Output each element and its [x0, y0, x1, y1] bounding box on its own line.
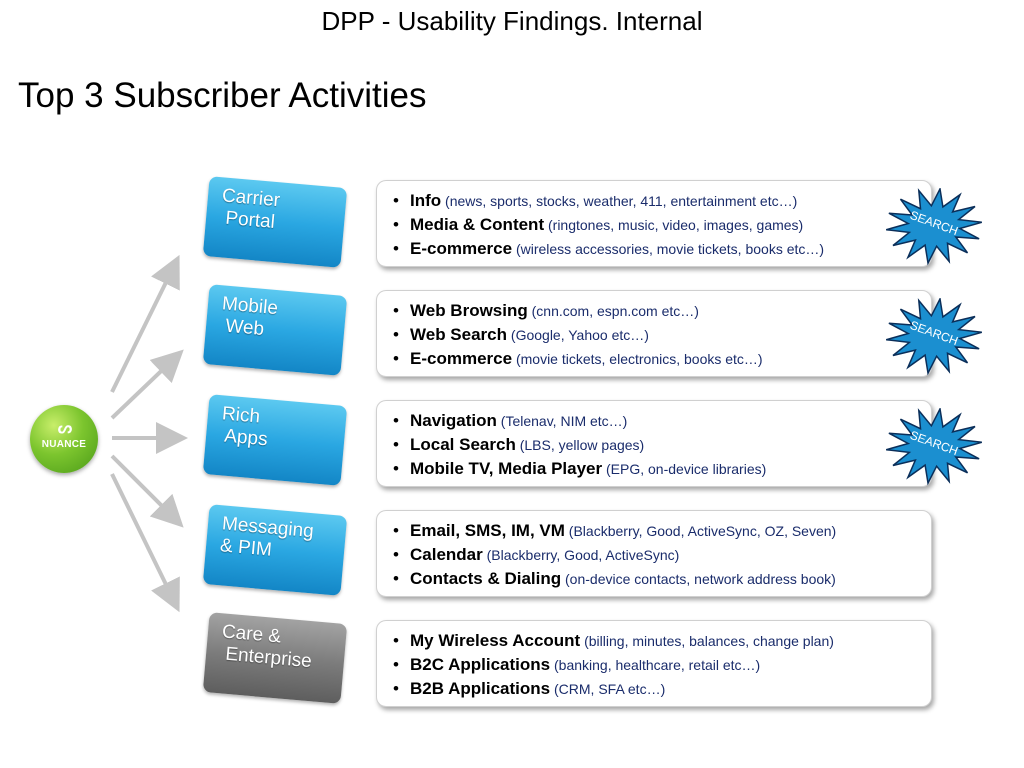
nuance-logo-mark: ᔕ	[57, 420, 72, 437]
activity-item: Contacts & Dialing (on-device contacts, …	[393, 567, 931, 591]
activity-name: Info	[410, 191, 442, 210]
slide-header: DPP - Usability Findings. Internal	[321, 6, 703, 36]
category-label: Mobile Web	[219, 293, 279, 341]
category-label: Rich Apps	[219, 403, 269, 451]
nuance-logo-text: NUANCE	[41, 439, 87, 450]
category-tile-care-enterprise: Care & Enterprise	[202, 612, 348, 704]
activity-card-care-enterprise: My Wireless Account (billing, minutes, b…	[376, 620, 932, 707]
activity-detail: (movie tickets, electronics, books etc…)	[512, 351, 763, 367]
activity-detail: (Telenav, NIM etc…)	[496, 413, 628, 429]
activity-name: Navigation	[410, 411, 497, 430]
activity-list: Web Browsing (cnn.com, espn.com etc…)Web…	[377, 291, 931, 371]
activity-item: B2B Applications (CRM, SFA etc…)	[393, 677, 931, 701]
activity-card-carrier-portal: Info (news, sports, stocks, weather, 411…	[376, 180, 932, 267]
activity-card-rich-apps: Navigation (Telenav, NIM etc…)Local Sear…	[376, 400, 932, 487]
slide-title: Top 3 Subscriber Activities	[18, 76, 427, 115]
activity-list: Navigation (Telenav, NIM etc…)Local Sear…	[377, 401, 931, 481]
activity-name: Local Search	[410, 435, 516, 454]
activity-name: Calendar	[410, 545, 483, 564]
category-label: Messaging & PIM	[219, 513, 315, 561]
category-label: Carrier Portal	[219, 185, 281, 233]
activity-detail: (Blackberry, Good, ActiveSync, OZ, Seven…	[564, 523, 837, 539]
activity-name: E-commerce	[410, 349, 513, 368]
activity-detail: (ringtones, music, video, images, games)	[544, 217, 804, 233]
category-tile-messaging-pim: Messaging & PIM	[202, 504, 348, 596]
activity-list: My Wireless Account (billing, minutes, b…	[377, 621, 931, 701]
activity-name: E-commerce	[410, 239, 513, 258]
activity-name: Media & Content	[410, 215, 545, 234]
category-tile-carrier-portal: Carrier Portal	[202, 176, 348, 268]
activity-detail: (CRM, SFA etc…)	[550, 681, 666, 697]
activity-card-mobile-web: Web Browsing (cnn.com, espn.com etc…)Web…	[376, 290, 932, 377]
search-starburst-badge: SEARCH	[884, 406, 996, 488]
activity-name: Contacts & Dialing	[410, 569, 562, 588]
activity-detail: (Blackberry, Good, ActiveSync)	[482, 547, 680, 563]
arrow-mobile-web	[110, 349, 184, 420]
activity-name: Email, SMS, IM, VM	[410, 521, 565, 540]
activity-list: Email, SMS, IM, VM (Blackberry, Good, Ac…	[377, 511, 931, 591]
activity-item: Navigation (Telenav, NIM etc…)	[393, 409, 931, 433]
nuance-logo: ᔕ NUANCE	[30, 405, 98, 473]
activity-detail: (EPG, on-device libraries)	[602, 461, 767, 477]
activity-name: B2B Applications	[410, 679, 551, 698]
activity-name: B2C Applications	[410, 655, 551, 674]
arrow-carrier-portal	[110, 254, 180, 393]
activity-item: Web Search (Google, Yahoo etc…)	[393, 323, 931, 347]
activity-list: Info (news, sports, stocks, weather, 411…	[377, 181, 931, 261]
category-tile-mobile-web: Mobile Web	[202, 284, 348, 376]
arrow-care-enterprise	[110, 473, 180, 613]
activity-detail: (Google, Yahoo etc…)	[507, 327, 649, 343]
activity-detail: (banking, healthcare, retail etc…)	[550, 657, 761, 673]
activity-item: Local Search (LBS, yellow pages)	[393, 433, 931, 457]
arrow-messaging	[110, 454, 184, 528]
activity-detail: (billing, minutes, balances, change plan…	[580, 633, 834, 649]
activity-item: B2C Applications (banking, healthcare, r…	[393, 653, 931, 677]
activity-card-messaging-pim: Email, SMS, IM, VM (Blackberry, Good, Ac…	[376, 510, 932, 597]
activity-name: Web Search	[410, 325, 508, 344]
activity-item: Calendar (Blackberry, Good, ActiveSync)	[393, 543, 931, 567]
category-label: Care & Enterprise	[219, 621, 313, 673]
search-starburst-badge: SEARCH	[884, 186, 996, 268]
activity-name: Mobile TV, Media Player	[410, 459, 603, 478]
activity-detail: (wireless accessories, movie tickets, bo…	[512, 241, 825, 257]
activity-item: Email, SMS, IM, VM (Blackberry, Good, Ac…	[393, 519, 931, 543]
activity-item: Mobile TV, Media Player (EPG, on-device …	[393, 457, 931, 481]
activity-item: E-commerce (wireless accessories, movie …	[393, 237, 931, 261]
search-starburst-badge: SEARCH	[884, 296, 996, 378]
activity-detail: (cnn.com, espn.com etc…)	[527, 303, 699, 319]
activity-item: E-commerce (movie tickets, electronics, …	[393, 347, 931, 371]
activity-item: Info (news, sports, stocks, weather, 411…	[393, 189, 931, 213]
activity-detail: (on-device contacts, network address boo…	[561, 571, 836, 587]
activity-detail: (LBS, yellow pages)	[515, 437, 645, 453]
activity-name: Web Browsing	[410, 301, 528, 320]
activity-item: Media & Content (ringtones, music, video…	[393, 213, 931, 237]
activity-name: My Wireless Account	[410, 631, 581, 650]
category-tile-rich-apps: Rich Apps	[202, 394, 348, 486]
activity-detail: (news, sports, stocks, weather, 411, ent…	[441, 193, 798, 209]
activity-item: My Wireless Account (billing, minutes, b…	[393, 629, 931, 653]
activity-item: Web Browsing (cnn.com, espn.com etc…)	[393, 299, 931, 323]
